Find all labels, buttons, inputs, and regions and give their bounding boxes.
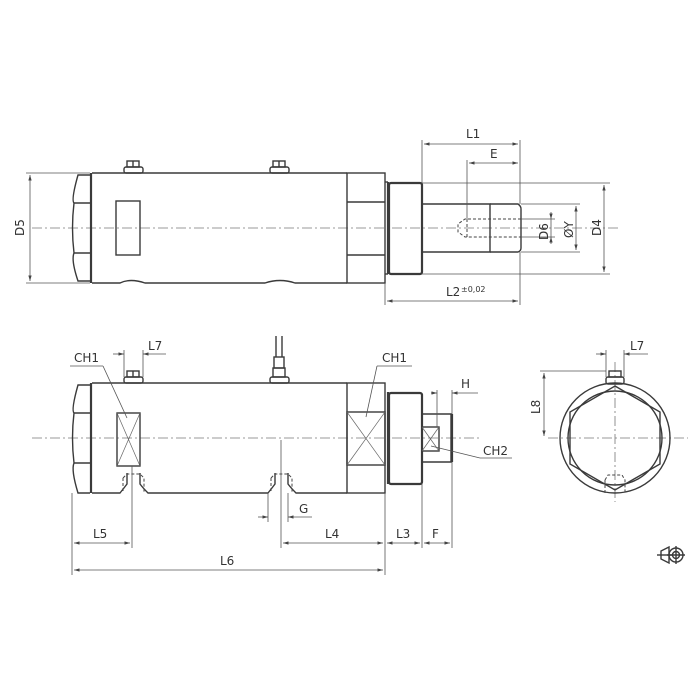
projection-symbol-icon — [657, 545, 685, 565]
hex-outline — [569, 385, 661, 491]
dim-l2-tolerance: ±0,02 — [461, 285, 486, 294]
label-plate — [115, 200, 141, 256]
bottom-bolt — [123, 370, 144, 384]
flange — [387, 391, 424, 486]
label-ch1-right: CH1 — [382, 351, 407, 365]
dim-l4: L4 — [325, 527, 339, 541]
dim-d6: D6 — [537, 223, 551, 240]
dim-l6: L6 — [220, 554, 234, 568]
dim-d4: D4 — [590, 219, 604, 236]
dim-g: G — [299, 502, 308, 516]
body — [92, 382, 347, 494]
end-dim-l7: L7 — [630, 339, 644, 353]
bottom-side-view: CH1 CH1 CH2 L7 H G L5 L4 — [32, 336, 512, 575]
end-view: L7 L8 — [529, 339, 688, 502]
right-hex — [346, 172, 386, 284]
ch1-flat-right — [346, 411, 386, 466]
body-circle — [559, 382, 671, 494]
end-dim-l8: L8 — [529, 400, 543, 414]
left-hex-nut — [71, 384, 90, 494]
inner-circle — [567, 390, 663, 486]
port-left — [122, 473, 145, 493]
threaded-hole — [457, 218, 521, 238]
ch2-flat — [421, 426, 440, 452]
dim-l2: L2 — [446, 285, 460, 299]
top-bolt-1 — [123, 160, 144, 174]
port-center — [270, 473, 293, 493]
dim-d5: D5 — [13, 219, 27, 236]
dim-e: E — [490, 147, 498, 161]
flange — [387, 181, 424, 276]
top-side-view: D5 L1 E D6 ØY D4 L2 ±0,02 — [13, 127, 620, 305]
dim-l5: L5 — [93, 527, 107, 541]
dim-f: F — [432, 527, 439, 541]
left-hex-nut — [71, 174, 90, 282]
end-bolt — [605, 370, 625, 385]
dim-h: H — [461, 377, 470, 391]
dim-l7: L7 — [148, 339, 162, 353]
label-ch1-left: CH1 — [74, 351, 99, 365]
label-ch2: CH2 — [483, 444, 508, 458]
dim-l3: L3 — [396, 527, 410, 541]
shaft — [422, 203, 491, 253]
shaft-tip — [490, 203, 522, 253]
port — [604, 474, 626, 493]
top-bolt-2 — [269, 160, 290, 174]
ch1-flat-left — [116, 412, 141, 467]
dim-oy: ØY — [562, 221, 576, 238]
dim-l1: L1 — [466, 127, 480, 141]
cable-connector — [269, 336, 290, 384]
